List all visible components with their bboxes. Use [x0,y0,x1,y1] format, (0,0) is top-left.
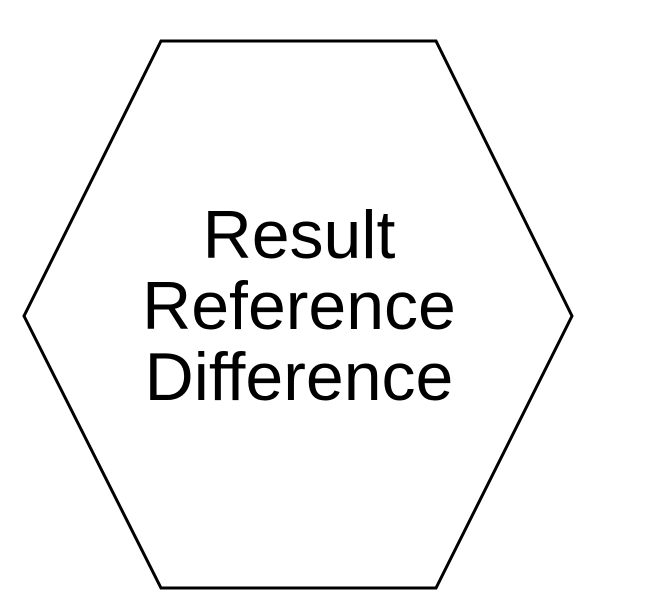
node-label-line-1: Result [202,197,396,273]
node-label-line-3: Difference [144,339,454,415]
node-label-line-2: Reference [142,268,456,344]
hexagon-node-shape[interactable] [22,39,574,590]
